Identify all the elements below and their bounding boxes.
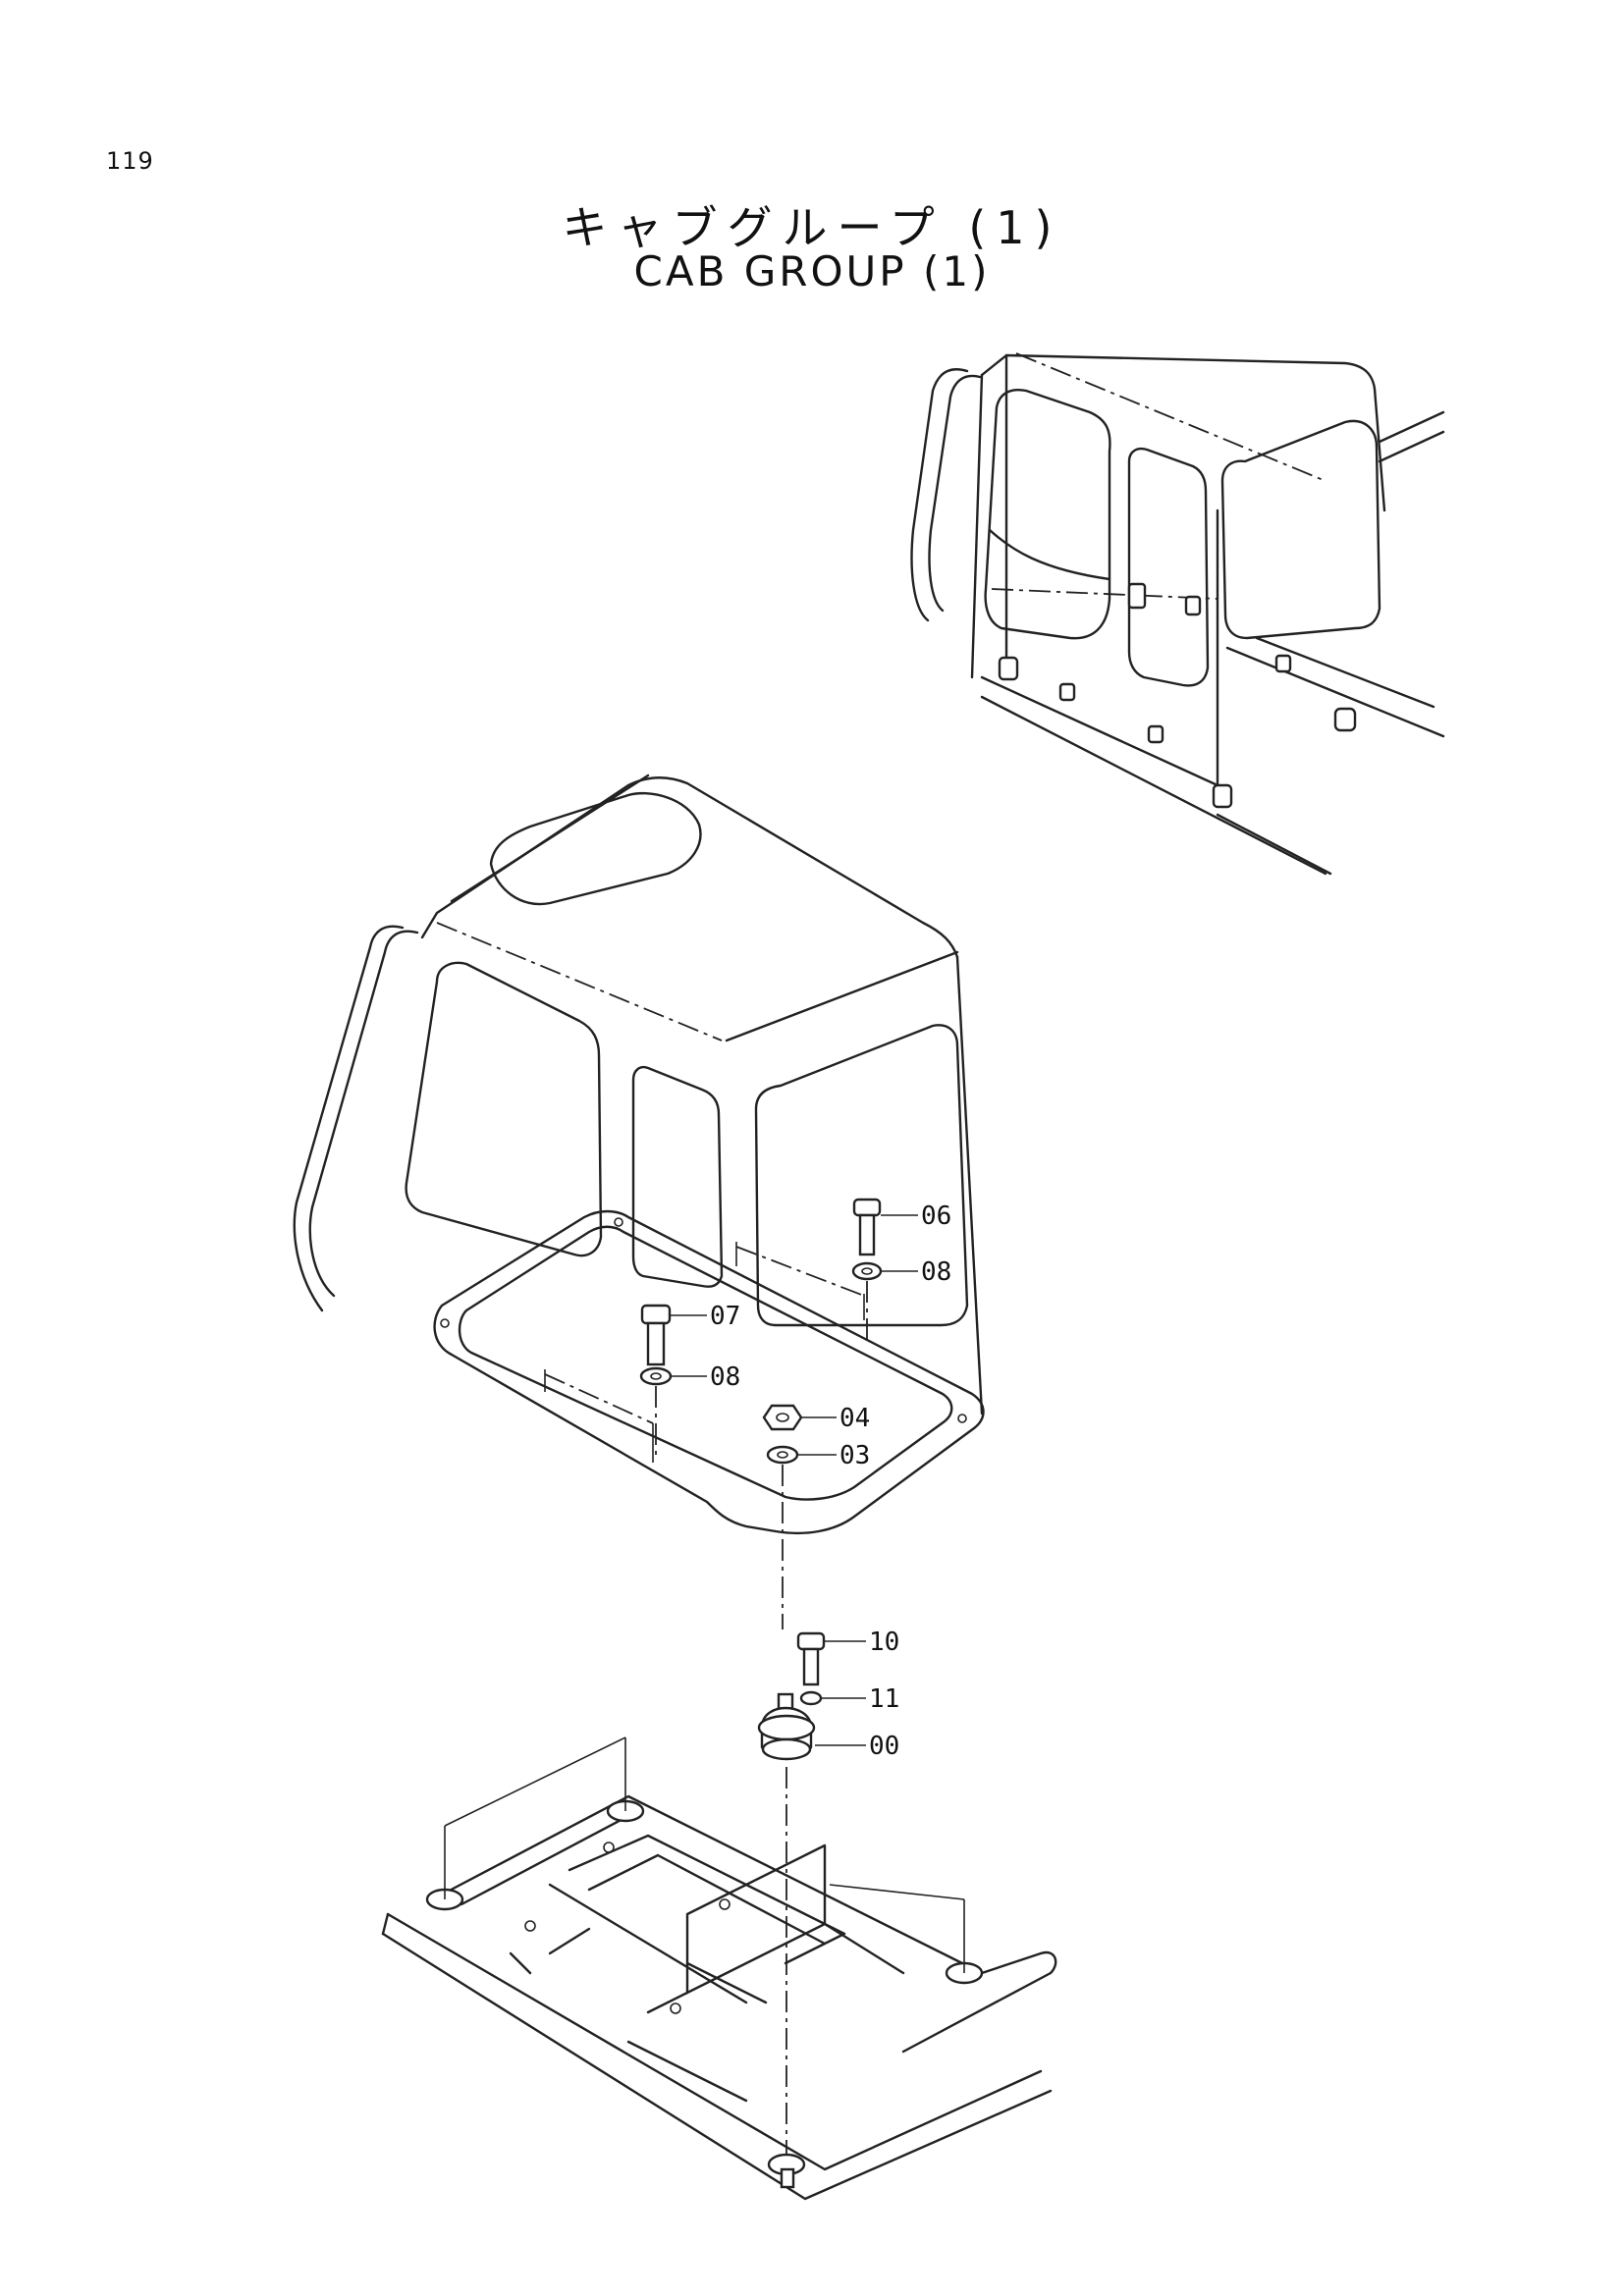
callout-label-07: 07	[710, 1302, 740, 1331]
callout-03: 03	[798, 1441, 870, 1470]
bolt-10	[796, 1631, 826, 1686]
cab-inset-view	[910, 352, 1445, 876]
callout-04: 04	[802, 1404, 870, 1433]
callout-label-04: 04	[839, 1404, 870, 1433]
callout-08-lower: 08	[672, 1362, 740, 1392]
callout-label-08-lower: 08	[710, 1362, 740, 1392]
page-number: 119	[106, 147, 154, 175]
washer-08-lower	[639, 1366, 673, 1386]
washer-03	[766, 1445, 799, 1465]
washer-08-upper	[851, 1261, 883, 1281]
callout-08-upper: 08	[882, 1257, 951, 1287]
bolt-06	[852, 1198, 882, 1256]
callout-label-03: 03	[839, 1441, 870, 1470]
washer-11	[799, 1690, 823, 1706]
callout-label-00: 00	[869, 1732, 899, 1761]
page-title-english: CAB GROUP (1)	[633, 247, 991, 295]
callout-00: 00	[815, 1732, 899, 1761]
callout-07: 07	[671, 1302, 740, 1331]
cab-mount-00	[757, 1692, 816, 1761]
callout-label-11: 11	[869, 1684, 899, 1714]
nut-04	[762, 1404, 803, 1431]
callout-label-06: 06	[921, 1201, 951, 1231]
bolt-07	[640, 1304, 672, 1366]
page-title-japanese: キャブグループ (1)	[562, 201, 1062, 254]
callout-11: 11	[822, 1684, 899, 1714]
cab-main-view	[293, 774, 985, 1534]
callout-label-10: 10	[869, 1628, 899, 1657]
callout-10: 10	[825, 1628, 899, 1657]
callout-06: 06	[881, 1201, 951, 1231]
callout-label-08-upper: 08	[921, 1257, 951, 1287]
revolving-frame	[381, 1736, 1057, 2201]
